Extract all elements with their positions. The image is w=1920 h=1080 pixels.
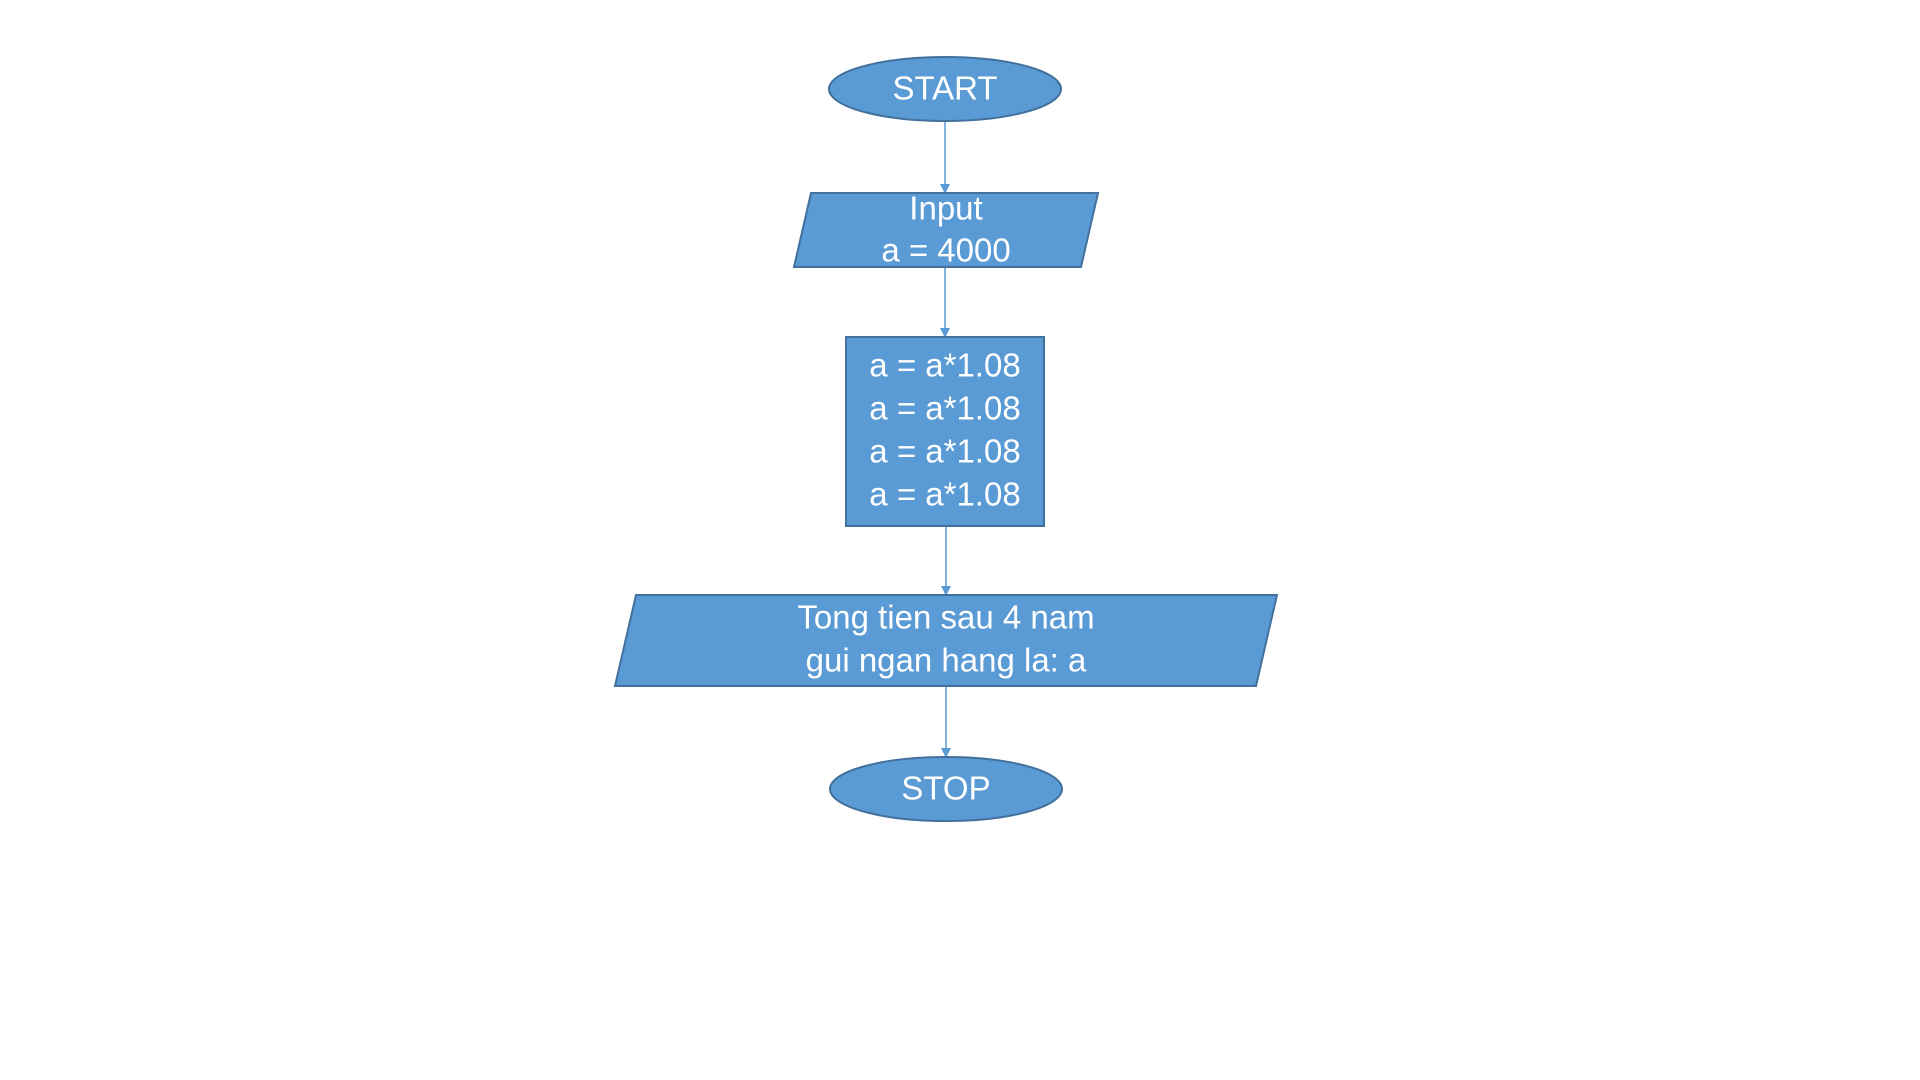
- output-shape: [613, 594, 1279, 687]
- arrowhead-input: [940, 184, 950, 194]
- process-node: a = a*1.08 a = a*1.08 a = a*1.08 a = a*1…: [845, 336, 1045, 527]
- input-node: Input a = 4000: [792, 190, 1100, 269]
- arrowhead-process: [940, 328, 950, 338]
- process-line-4: a = a*1.08: [869, 476, 1020, 513]
- arrowhead-output: [941, 586, 951, 596]
- stop-terminator: STOP: [829, 756, 1063, 822]
- output-line-1: Tong tien sau 4 nam: [797, 599, 1094, 636]
- process-line-2: a = a*1.08: [869, 390, 1020, 427]
- output-line-2: gui ngan hang la: a: [806, 642, 1087, 679]
- process-line-3: a = a*1.08: [869, 433, 1020, 470]
- start-label: START: [892, 70, 997, 107]
- arrowhead-stop: [941, 748, 951, 758]
- process-shape: [845, 336, 1045, 527]
- connectors: [940, 122, 951, 758]
- start-shape: [828, 56, 1062, 122]
- process-line-1: a = a*1.08: [869, 347, 1020, 384]
- stop-shape: [829, 756, 1063, 822]
- input-shape: [792, 192, 1100, 268]
- stop-label: STOP: [901, 770, 990, 807]
- output-node: Tong tien sau 4 nam gui ngan hang la: a: [613, 594, 1279, 687]
- input-label-line-2: a = 4000: [881, 232, 1010, 269]
- start-terminator: START: [828, 56, 1062, 122]
- input-label-line-1: Input: [909, 190, 982, 227]
